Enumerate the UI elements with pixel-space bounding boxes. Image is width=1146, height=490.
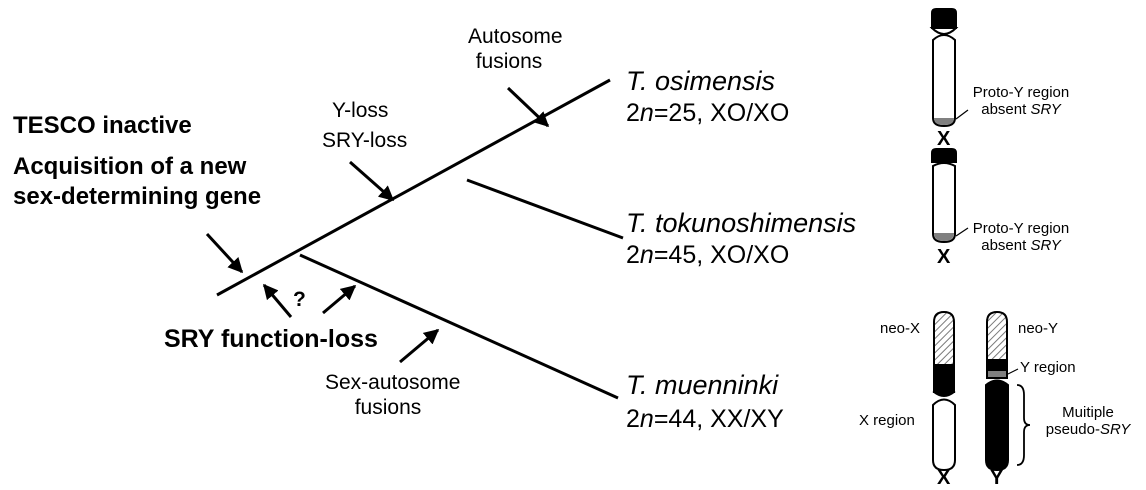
chromosome-x-tokunoshimensis (931, 148, 969, 244)
sry-gene: SRY (1030, 101, 1061, 118)
absent-sry-text: absent SRY (968, 237, 1074, 254)
arrow-sry-function-loss-right (322, 284, 357, 315)
chromosome-letter-x-osimensis: X (937, 128, 951, 150)
label-sex-autosome-fusions: Sex-autosome fusions (325, 370, 461, 420)
species-name-tokunoshimensis: T. tokunoshimensis (626, 208, 857, 238)
pointer-y-region (1007, 368, 1019, 375)
label-autosome-line1: Autosome (468, 25, 563, 48)
label-proto-y-tokunoshimensis: Proto-Y region absent SRY (968, 220, 1074, 254)
chromosome-neo-x-muenninki (932, 310, 956, 472)
karyotype-prefix: 2 (626, 405, 640, 433)
species-name-muenninki: T. muenninki (626, 370, 779, 400)
label-proto-y-osimensis: Proto-Y region absent SRY (968, 84, 1074, 118)
label-sry-loss: SRY-loss (322, 129, 408, 152)
label-question-mark: ? (293, 288, 306, 311)
species-karyotype-osimensis: 2n=25, XO/XO (626, 98, 789, 128)
neo-y-black-band (986, 359, 1008, 371)
karyotype-rest: =45, XO/XO (653, 241, 790, 269)
chromosome-neo-y-muenninki (985, 310, 1031, 472)
arrow-y-sry-loss (349, 160, 395, 202)
neo-x-x-region (932, 398, 956, 472)
arrow-sry-function-loss-left (262, 283, 293, 318)
chromosome-x-osimensis-top (931, 8, 957, 29)
chromosome-x-osimensis-proto-y (934, 118, 954, 125)
arrow-acquisition (205, 232, 244, 274)
event-arrows (205, 86, 550, 364)
pointer-proto-y-tokunoshimensis (955, 227, 969, 237)
label-tesco-inactive: TESCO inactive (13, 112, 192, 139)
label-acquisition-line2: sex-determining gene (13, 183, 262, 210)
karyotype-rest: =44, XX/XY (653, 405, 784, 433)
label-x-region: X region (859, 412, 915, 429)
neo-x-centromere (932, 387, 956, 397)
karyotype-n: n (639, 241, 654, 269)
karyotype-n: n (639, 405, 654, 433)
chromosome-letter-y-muenninki: Y (990, 467, 1004, 489)
pseudo-sry-text: pseudo-SRY (1034, 421, 1142, 438)
pointer-proto-y-osimensis (955, 109, 969, 120)
species-name-osimensis: T. osimensis (626, 66, 776, 96)
absent-word: absent (981, 237, 1031, 254)
sry-gene: SRY (1099, 421, 1131, 438)
chromosome-x-osimensis (929, 8, 969, 128)
branch-to-muenninki (299, 253, 619, 400)
species-karyotype-tokunoshimensis: 2n=45, XO/XO (626, 240, 789, 270)
label-sry-function-loss: SRY function-loss (164, 325, 378, 353)
neo-x-hatched-arm (933, 310, 955, 366)
karyotype-n: n (639, 99, 654, 127)
label-neo-x: neo-X (880, 320, 921, 337)
pseudo-prefix: pseudo- (1045, 421, 1100, 438)
label-autosome-fusions: Autosome fusions (468, 24, 563, 74)
absent-word: absent (981, 101, 1031, 118)
label-sex-autosome-line1: Sex-autosome (325, 371, 461, 394)
karyotype-prefix: 2 (626, 99, 640, 127)
chromosome-x-osimensis-body (932, 34, 956, 128)
karyotype-prefix: 2 (626, 241, 640, 269)
neo-y-hatched-arm (986, 310, 1008, 361)
label-autosome-line2: fusions (475, 50, 543, 73)
label-multiple-pseudo-sry: Muitiple pseudo-SRY (1034, 404, 1142, 438)
species-karyotype-muenninki: 2n=44, XX/XY (626, 404, 784, 434)
proto-y-region-text: Proto-Y region (972, 220, 1070, 237)
proto-y-region-text: Proto-Y region (972, 84, 1070, 101)
karyotype-rest: =25, XO/XO (653, 99, 790, 127)
chromosome-letter-x-muenninki: X (937, 467, 951, 489)
multiple-text: Muitiple (1062, 404, 1114, 421)
label-y-loss: Y-loss (332, 99, 389, 122)
branch-root-to-osimensis (216, 78, 611, 297)
label-acquisition-line1: Acquisition of a new (13, 153, 247, 180)
label-sex-autosome-line2: fusions (354, 396, 422, 419)
chromosome-x-osimensis-centromere (929, 27, 959, 35)
neo-y-black-arm (985, 379, 1009, 472)
branch-to-tokunoshimensis (466, 178, 624, 240)
label-y-region: Y region (1020, 359, 1076, 376)
brace-multiple-pseudo-sry (1016, 384, 1031, 466)
sry-gene: SRY (1030, 237, 1061, 254)
label-neo-y: neo-Y (1018, 320, 1059, 337)
chromosome-x-tokunoshimensis-top (931, 148, 957, 163)
absent-sry-text: absent SRY (968, 101, 1074, 118)
arrow-autosome-fusions (506, 86, 550, 128)
chromosome-x-tokunoshimensis-body (932, 162, 956, 244)
chromosome-letter-x-tokunoshimensis: X (937, 246, 951, 268)
arrow-sex-autosome-fusions (399, 328, 440, 364)
chromosome-x-tokunoshimensis-proto-y (934, 233, 954, 241)
neo-y-y-region (986, 369, 1008, 379)
